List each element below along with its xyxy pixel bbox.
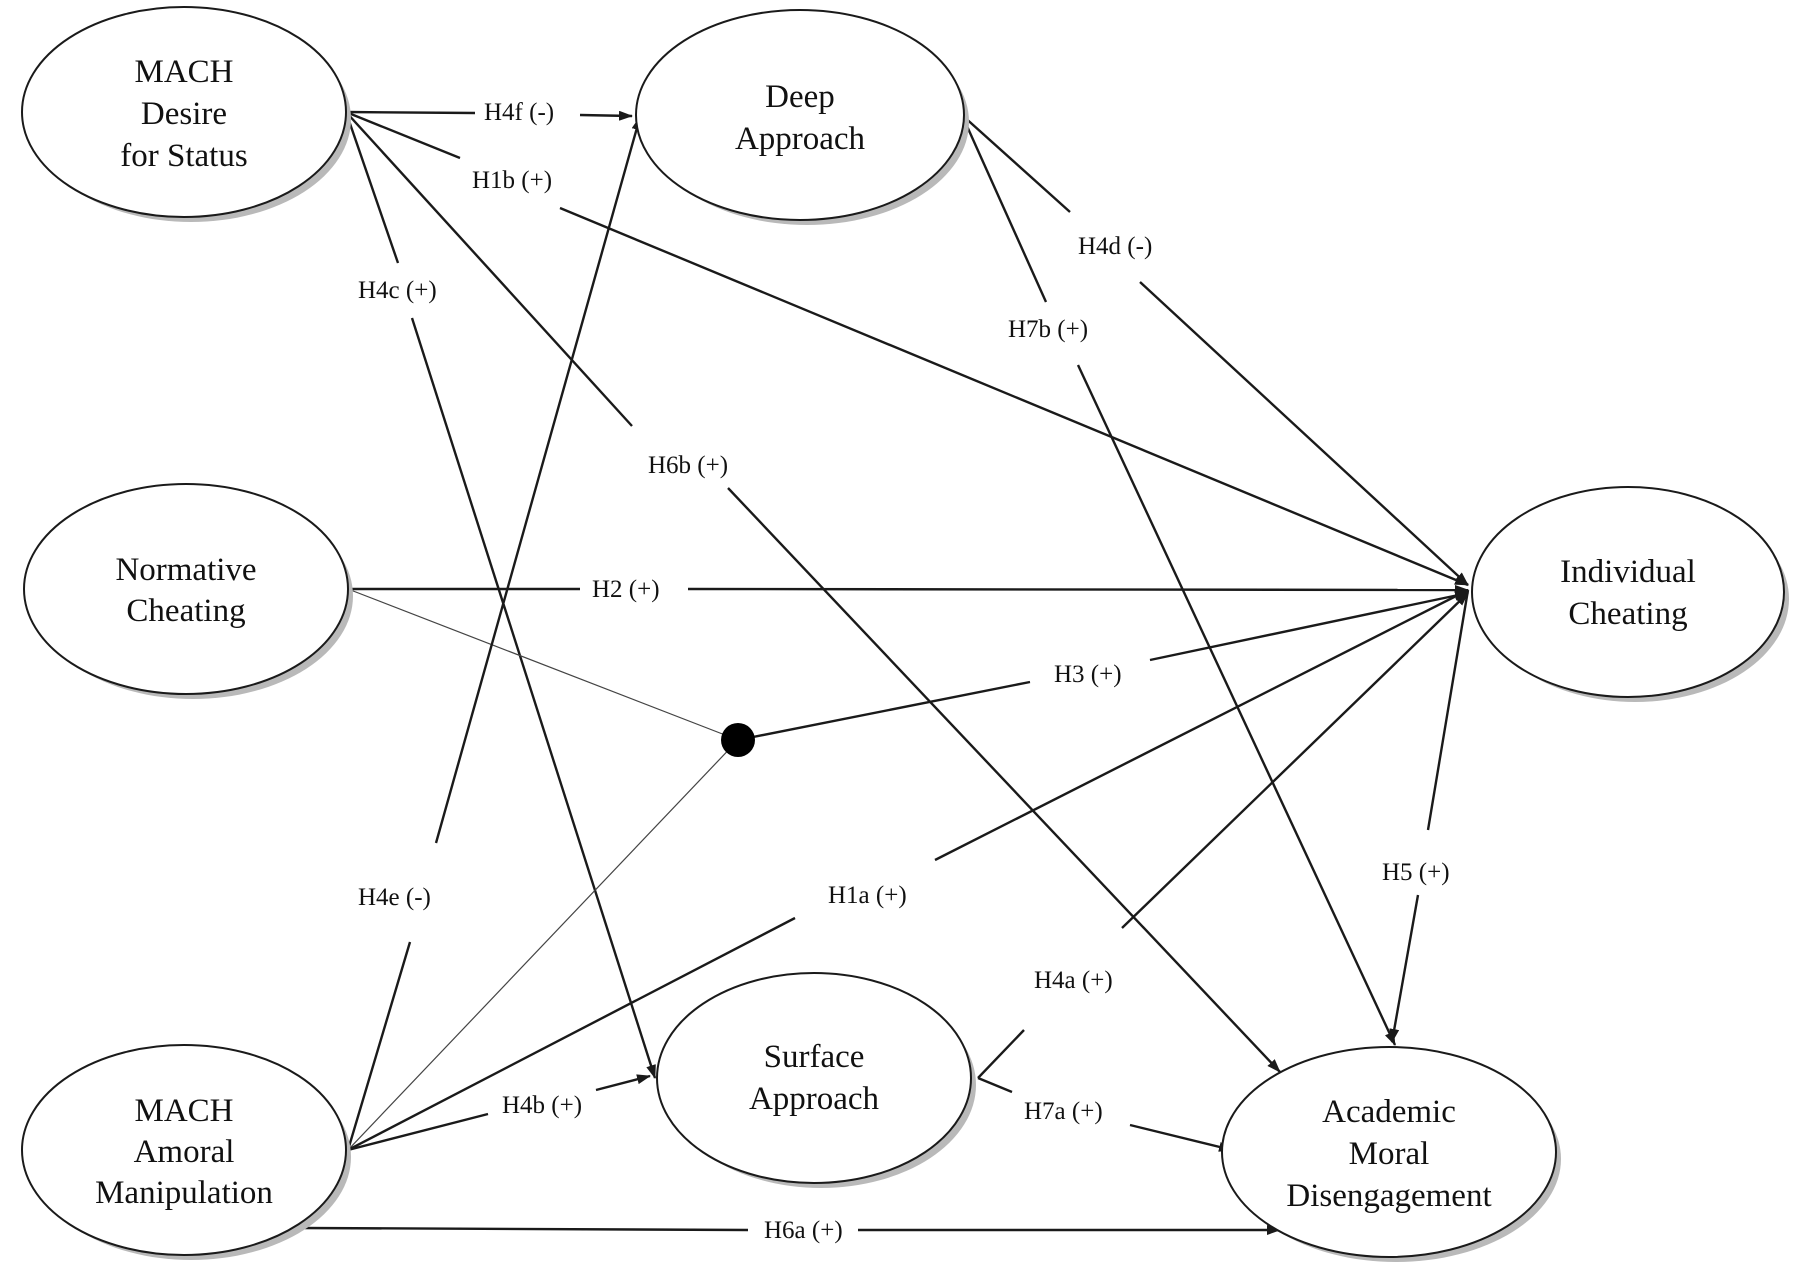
- node-deep-approach-line-2: Approach: [735, 121, 866, 157]
- edge-h6b: H6b (+): [345, 111, 1281, 1073]
- node-mach-amoral-line-2: Amoral: [134, 1134, 235, 1170]
- label-h1b: H1b (+): [472, 167, 552, 194]
- label-h2: H2 (+): [592, 576, 660, 603]
- edge-h4c: H4c (+): [344, 111, 657, 1079]
- node-academic-moral-line-1: Academic: [1322, 1094, 1456, 1130]
- edge-h5: H5 (+): [1382, 589, 1470, 1043]
- label-h4b: H4b (+): [502, 1092, 582, 1119]
- edge-h7b: H7b (+): [960, 114, 1397, 1046]
- edge-h4d: H4d (-): [961, 114, 1469, 586]
- edge-h4f: H4f (-): [345, 99, 633, 126]
- moderator-dot: [721, 723, 755, 757]
- edge-h4e: H4e (-): [346, 116, 642, 1151]
- node-individual-cheating-line-2: Cheating: [1568, 596, 1687, 632]
- edge-h4b: H4b (+): [347, 1074, 651, 1152]
- node-surface-approach-line-1: Surface: [764, 1039, 865, 1075]
- edge-h3: H3 (+): [737, 590, 1469, 742]
- node-individual-cheating-line-1: Individual: [1560, 554, 1696, 590]
- node-mach-amoral-line-1: MACH: [134, 1093, 233, 1129]
- node-deep-approach: Deep Approach: [635, 9, 969, 225]
- label-h4a: H4a (+): [1034, 967, 1113, 994]
- edge-h4a: H4a (+): [977, 592, 1469, 1079]
- node-normative-cheating-line-2: Cheating: [126, 593, 245, 629]
- node-deep-approach-line-1: Deep: [765, 79, 835, 115]
- edge-h6a: H6a (+): [299, 1217, 1281, 1244]
- edge-normative-to-moderator: [347, 588, 739, 741]
- label-h4e: H4e (-): [358, 884, 431, 911]
- label-h6b: H6b (+): [648, 452, 728, 479]
- label-h3: H3 (+): [1054, 661, 1122, 688]
- label-h4c: H4c (+): [358, 277, 437, 304]
- node-mach-desire-line-2: Desire: [141, 96, 227, 132]
- edge-amoral-to-moderator: [347, 739, 739, 1151]
- node-mach-desire-line-3: for Status: [120, 138, 247, 174]
- edge-h2: H2 (+): [348, 576, 1469, 603]
- node-mach-desire-for-status: MACH Desire for Status: [21, 6, 351, 222]
- label-h4f: H4f (-): [484, 99, 554, 126]
- node-surface-approach-line-2: Approach: [749, 1081, 880, 1117]
- label-h4d: H4d (-): [1078, 233, 1152, 260]
- node-surface-approach: Surface Approach: [656, 972, 976, 1188]
- node-academic-moral-disengagement: Academic Moral Disengagement: [1221, 1046, 1561, 1262]
- label-h5: H5 (+): [1382, 859, 1450, 886]
- node-normative-cheating: Normative Cheating: [23, 483, 353, 699]
- node-academic-moral-line-3: Disengagement: [1286, 1178, 1491, 1214]
- node-mach-desire-line-1: MACH: [134, 54, 233, 90]
- edge-h1a: H1a (+): [347, 588, 1469, 1152]
- label-h7b: H7b (+): [1008, 316, 1088, 343]
- label-h6a: H6a (+): [764, 1217, 843, 1244]
- label-h1a: H1a (+): [828, 882, 907, 909]
- node-mach-amoral-manipulation: MACH Amoral Manipulation: [21, 1044, 351, 1260]
- node-individual-cheating: Individual Cheating: [1471, 486, 1789, 702]
- label-h7a: H7a (+): [1024, 1098, 1103, 1125]
- node-normative-cheating-line-1: Normative: [115, 552, 256, 588]
- node-academic-moral-line-2: Moral: [1349, 1136, 1430, 1172]
- node-mach-amoral-line-3: Manipulation: [95, 1175, 273, 1211]
- edge-h7a: H7a (+): [977, 1076, 1233, 1152]
- edge-h1b: H1b (+): [345, 110, 1469, 587]
